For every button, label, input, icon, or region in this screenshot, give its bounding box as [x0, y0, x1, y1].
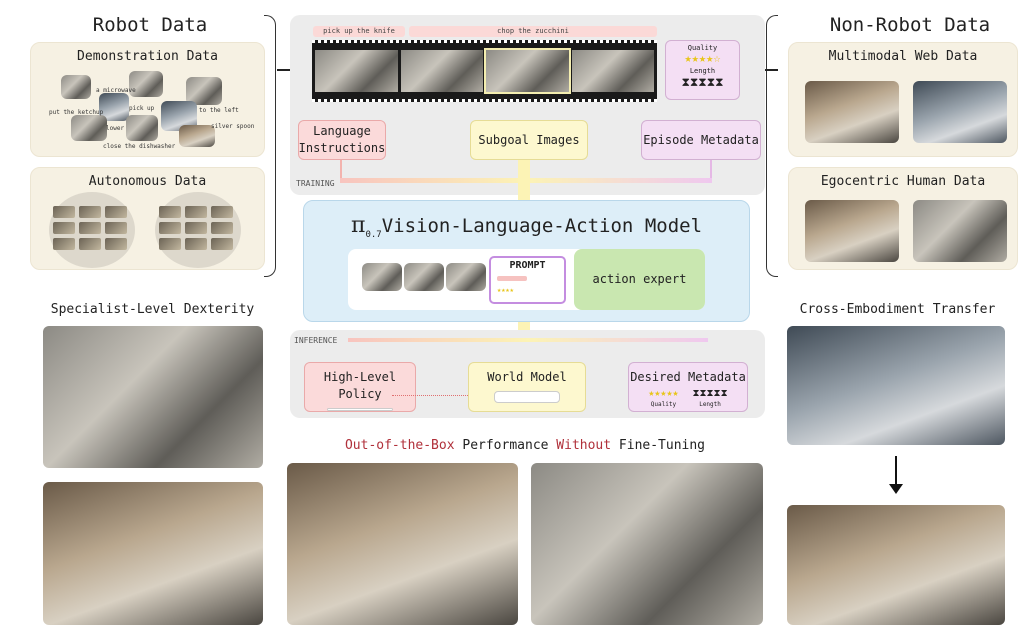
hourglass-icon: ⧗⧗⧗⧗⧗ — [681, 75, 724, 89]
film-strip — [312, 40, 657, 102]
egocentric-data-title: Egocentric Human Data — [820, 174, 986, 189]
non-robot-data-title: Non-Robot Data — [829, 14, 991, 36]
robot-data-title: Robot Data — [92, 14, 208, 36]
model-version: 0.7 — [365, 229, 382, 240]
web-data-title: Multimodal Web Data — [828, 49, 978, 64]
world-model-box: World Model — [468, 362, 586, 412]
demo-label: silver spoon — [211, 123, 255, 130]
input-image — [404, 263, 444, 291]
oob-photo — [287, 463, 518, 625]
demonstration-data-title: Demonstration Data — [77, 49, 218, 64]
demo-label: to the left — [199, 107, 239, 114]
training-label: TRAINING — [296, 179, 335, 188]
film-frame — [315, 50, 398, 92]
inference-label: INFERENCE — [294, 336, 338, 345]
star-rating-icon: ★★★★★ — [648, 387, 679, 399]
star-rating-icon: ★★★★ — [497, 286, 514, 294]
quality-label: Quality — [687, 44, 718, 52]
subtask-tag: chop the zucchini — [409, 26, 657, 37]
ego-photo — [913, 200, 1007, 262]
left-bracket — [264, 15, 276, 277]
demo-label: close the dishwasher — [103, 143, 176, 150]
episode-metadata-box: Episode Metadata — [641, 120, 761, 160]
demo-photo — [126, 115, 158, 141]
film-frame — [484, 48, 571, 94]
plan-bar — [494, 390, 560, 403]
oob-title-part: Without — [556, 438, 612, 453]
high-level-policy-label: High-Level Policy — [323, 370, 397, 401]
arrow-down-icon — [889, 484, 903, 494]
autonomous-thumbs — [159, 206, 233, 250]
language-instructions-box: Language Instructions — [298, 120, 386, 160]
autonomous-data-card: Autonomous Data — [30, 167, 265, 270]
film-frame — [571, 50, 654, 92]
model-title-text: Vision-Language-Action Model — [381, 215, 703, 237]
demo-label: a microwave — [96, 87, 136, 94]
autonomous-thumbs — [53, 206, 127, 250]
transfer-title: Cross-Embodiment Transfer — [799, 302, 996, 317]
demo-label: pick up — [129, 105, 155, 112]
oob-title-part: Out-of-the-Box — [344, 438, 455, 453]
web-data-card: Multimodal Web Data — [788, 42, 1018, 157]
dotted-arrow — [392, 395, 492, 396]
episode-metadata-card: Quality ★★★★☆ Length ⧗⧗⧗⧗⧗ — [665, 40, 740, 100]
quality-label: Quality — [650, 400, 677, 408]
oob-photo — [531, 463, 763, 625]
demo-photo — [179, 125, 215, 147]
prompt-label: PROMPT — [509, 260, 546, 271]
ego-photo — [805, 200, 899, 262]
input-image — [362, 263, 402, 291]
egocentric-data-card: Egocentric Human Data — [788, 167, 1018, 270]
model-inner: PROMPT ★★★★ action expert — [348, 249, 705, 310]
connector — [340, 160, 342, 180]
action-expert-box: action expert — [574, 249, 705, 310]
demo-photo — [186, 77, 222, 105]
connector — [348, 338, 708, 342]
arrow-down — [895, 456, 897, 486]
film-frame — [400, 50, 483, 92]
desired-metadata-box: Desired Metadata ★★★★★Quality ⧗⧗⧗⧗⧗Lengt… — [628, 362, 748, 412]
demo-label: lower — [106, 125, 125, 132]
oob-title-part: Performance — [454, 438, 557, 453]
model-title: π0.7Vision-Language-Action Model — [304, 213, 749, 240]
length-label: Length — [699, 400, 721, 408]
hourglass-icon: ⧗⧗⧗⧗⧗ — [692, 387, 728, 399]
demo-label: put the ketchup — [49, 109, 104, 116]
dexterity-photo — [43, 326, 263, 468]
autonomous-data-title: Autonomous Data — [88, 174, 207, 189]
length-label: Length — [689, 67, 716, 75]
desired-metadata-label: Desired Metadata — [630, 370, 746, 384]
pi-symbol: π — [350, 213, 366, 238]
demo-photo — [129, 71, 163, 97]
demonstration-data-card: Demonstration Data a microwave put the k… — [30, 42, 265, 157]
dexterity-photo — [43, 482, 263, 625]
connector — [710, 160, 712, 180]
subtask-tag: pick up the knife — [313, 26, 405, 37]
right-bracket — [766, 15, 778, 277]
web-photo — [805, 81, 899, 143]
oob-title: Out-of-the-Box Performance Without Fine-… — [287, 438, 763, 453]
transfer-photo — [787, 326, 1005, 445]
connector — [518, 160, 530, 200]
subgoal-images-box: Subgoal Images — [470, 120, 588, 160]
high-level-policy-box: High-Level Policy — [304, 362, 416, 412]
plan-bar — [327, 407, 393, 411]
prompt-box: PROMPT ★★★★ — [489, 256, 566, 304]
transfer-photo — [787, 505, 1005, 625]
text-bar — [497, 276, 527, 281]
vla-model-box: π0.7Vision-Language-Action Model PROMPT … — [303, 200, 750, 322]
input-image — [446, 263, 486, 291]
star-rating-icon: ★★★★☆ — [684, 51, 721, 65]
oob-title-part: Fine-Tuning — [611, 438, 706, 453]
world-model-label: World Model — [487, 370, 567, 384]
demo-photo — [71, 115, 107, 141]
demo-photo — [61, 75, 91, 99]
web-photo — [913, 81, 1007, 143]
dexterity-title: Specialist-Level Dexterity — [50, 302, 255, 317]
